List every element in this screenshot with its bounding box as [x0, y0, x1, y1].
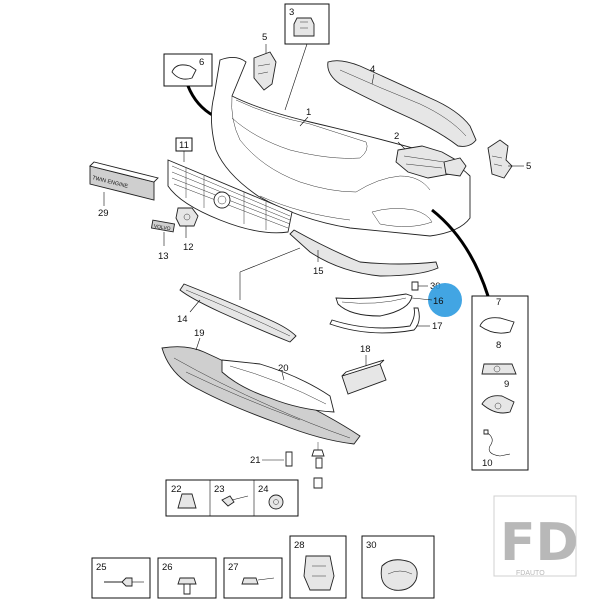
- callout-26: 26: [162, 562, 173, 573]
- part-21-screws: 21: [250, 442, 325, 489]
- callout-8: 8: [496, 340, 501, 351]
- part-6-box: 6: [163, 53, 215, 118]
- watermark-logo: FD FDAUTO: [493, 495, 579, 577]
- callout-6: 6: [199, 57, 204, 68]
- part-12-bracket: 12: [175, 207, 199, 253]
- callout-10: 10: [482, 458, 493, 469]
- part-15-trim-strip: 15: [239, 229, 439, 277]
- part-1-bumper-cover: 1: [211, 57, 471, 237]
- callout-28: 28: [294, 540, 305, 551]
- part-5-bracket-left: 5: [253, 32, 277, 91]
- part-17-trim: 17: [329, 307, 443, 334]
- part-19-splash-shield: 19: [161, 328, 361, 445]
- callout-1: 1: [306, 107, 311, 118]
- callout-3: 3: [289, 7, 294, 18]
- callout-27: 27: [228, 562, 239, 573]
- part-27-box: 27: [223, 557, 283, 599]
- callout-22: 22: [171, 484, 182, 495]
- callout-30-box: 30: [366, 540, 377, 551]
- part-3-clip-box: 3: [284, 3, 330, 111]
- part-group-22-24-box: 22 23 24: [165, 479, 299, 517]
- callout-7: 7: [496, 297, 501, 308]
- callout-19: 19: [194, 328, 205, 339]
- part-11-grille: 11: [167, 137, 293, 234]
- callout-25: 25: [96, 562, 107, 573]
- part-29-emblem: TWIN ENGINE 29: [89, 161, 159, 219]
- callout-14: 14: [177, 314, 188, 325]
- part-2-bracket: 2: [394, 131, 467, 179]
- callout-21: 21: [250, 455, 261, 466]
- part-18-block: 18: [341, 344, 387, 395]
- callout-20: 20: [278, 363, 289, 374]
- watermark-caption: FDAUTO: [516, 570, 545, 577]
- part-4-absorber: 4: [327, 60, 477, 147]
- part-20-cover: 20: [221, 359, 335, 413]
- callout-23: 23: [214, 484, 225, 495]
- callout-12: 12: [183, 242, 194, 253]
- callout-5-top: 5: [262, 32, 267, 43]
- badge-text: VOLVO: [153, 223, 171, 232]
- callout-9: 9: [504, 379, 509, 390]
- highlight-marker: [428, 283, 462, 317]
- part-25-box: 25: [91, 557, 151, 599]
- callout-15: 15: [313, 266, 324, 277]
- callout-11: 11: [179, 140, 189, 151]
- callout-13: 13: [158, 251, 169, 262]
- callout-5-right: 5: [526, 161, 531, 172]
- part-14-lower-trim: 14: [177, 272, 297, 343]
- callout-4: 4: [370, 64, 375, 75]
- part-group-7-10-box: 7 8 9 10: [471, 295, 529, 471]
- leader-to-box-7: [431, 208, 490, 297]
- callout-29: 29: [98, 208, 109, 219]
- part-28-box: 28: [289, 535, 347, 599]
- callout-24: 24: [258, 484, 269, 495]
- part-26-box: 26: [157, 557, 217, 599]
- part-13-badge: VOLVO 13: [150, 219, 176, 262]
- part-5-bracket-right: 5: [487, 139, 531, 179]
- callout-16: 16: [433, 296, 444, 307]
- part-30-box: 30: [361, 535, 435, 599]
- callout-17: 17: [432, 321, 443, 332]
- callout-18: 18: [360, 344, 371, 355]
- callout-2: 2: [394, 131, 399, 142]
- part-16-trim: 16: [335, 283, 462, 317]
- watermark-text: FD: [500, 513, 579, 573]
